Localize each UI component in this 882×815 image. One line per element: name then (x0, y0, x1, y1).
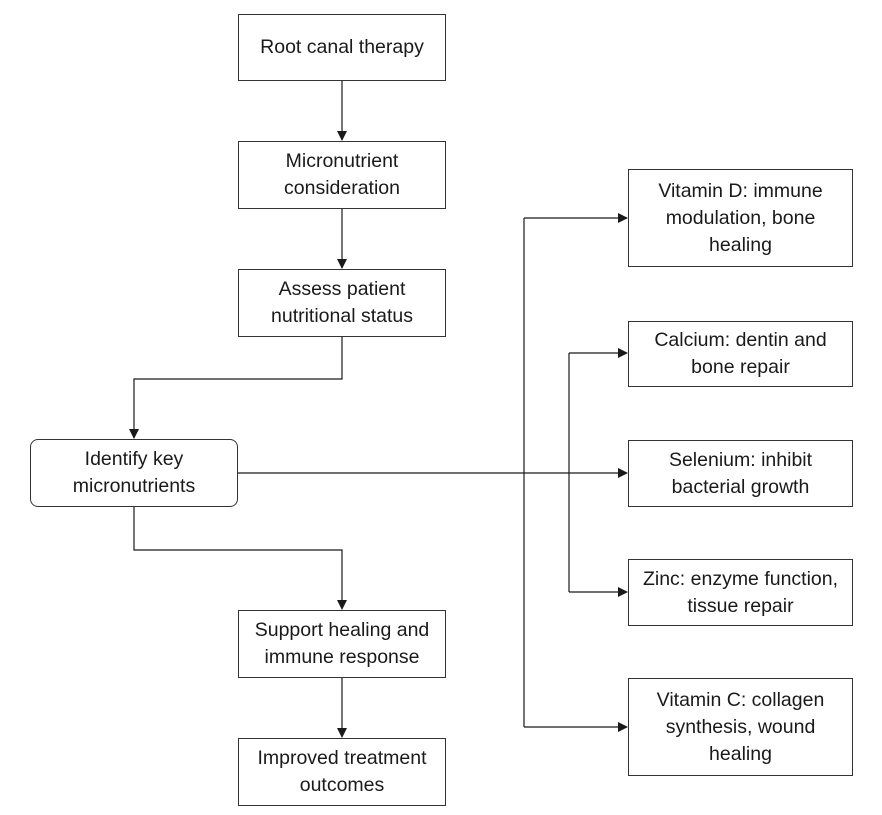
node-support-healing: Support healing and immune response (238, 610, 446, 678)
node-label: Vitamin C: collagen synthesis, wound hea… (656, 688, 825, 765)
node-label: Zinc: enzyme function, tissue repair (642, 567, 839, 617)
node-label: Assess patient nutritional status (271, 278, 413, 327)
node-vitamin-d: Vitamin D: immune modulation, bone heali… (628, 169, 853, 267)
node-label: Support healing and immune response (254, 619, 430, 668)
node-label: Improved treatment outcomes (257, 747, 427, 796)
node-micronutrient-consideration: Micronutrient consideration (238, 141, 446, 209)
edge-identify-to-support (133, 507, 347, 610)
node-label: Selenium: inhibit bacterial growth (668, 448, 813, 498)
edge-assess-to-identify (129, 337, 343, 439)
node-label: Vitamin D: immune modulation, bone heali… (658, 179, 823, 256)
node-label: Micronutrient consideration (284, 150, 400, 199)
node-root-canal-therapy: Root canal therapy (238, 14, 446, 81)
node-calcium: Calcium: dentin and bone repair (628, 321, 853, 387)
node-assess-nutritional-status: Assess patient nutritional status (238, 269, 446, 337)
node-zinc: Zinc: enzyme function, tissue repair (628, 559, 853, 626)
node-identify-key-micronutrients: Identify key micronutrients (30, 439, 238, 507)
node-improved-outcomes: Improved treatment outcomes (238, 738, 446, 806)
node-label: Calcium: dentin and bone repair (654, 329, 827, 378)
node-label: Root canal therapy (260, 36, 424, 58)
node-vitamin-c: Vitamin C: collagen synthesis, wound hea… (628, 678, 853, 776)
node-label: Identify key micronutrients (72, 448, 196, 497)
node-selenium: Selenium: inhibit bacterial growth (628, 440, 853, 507)
